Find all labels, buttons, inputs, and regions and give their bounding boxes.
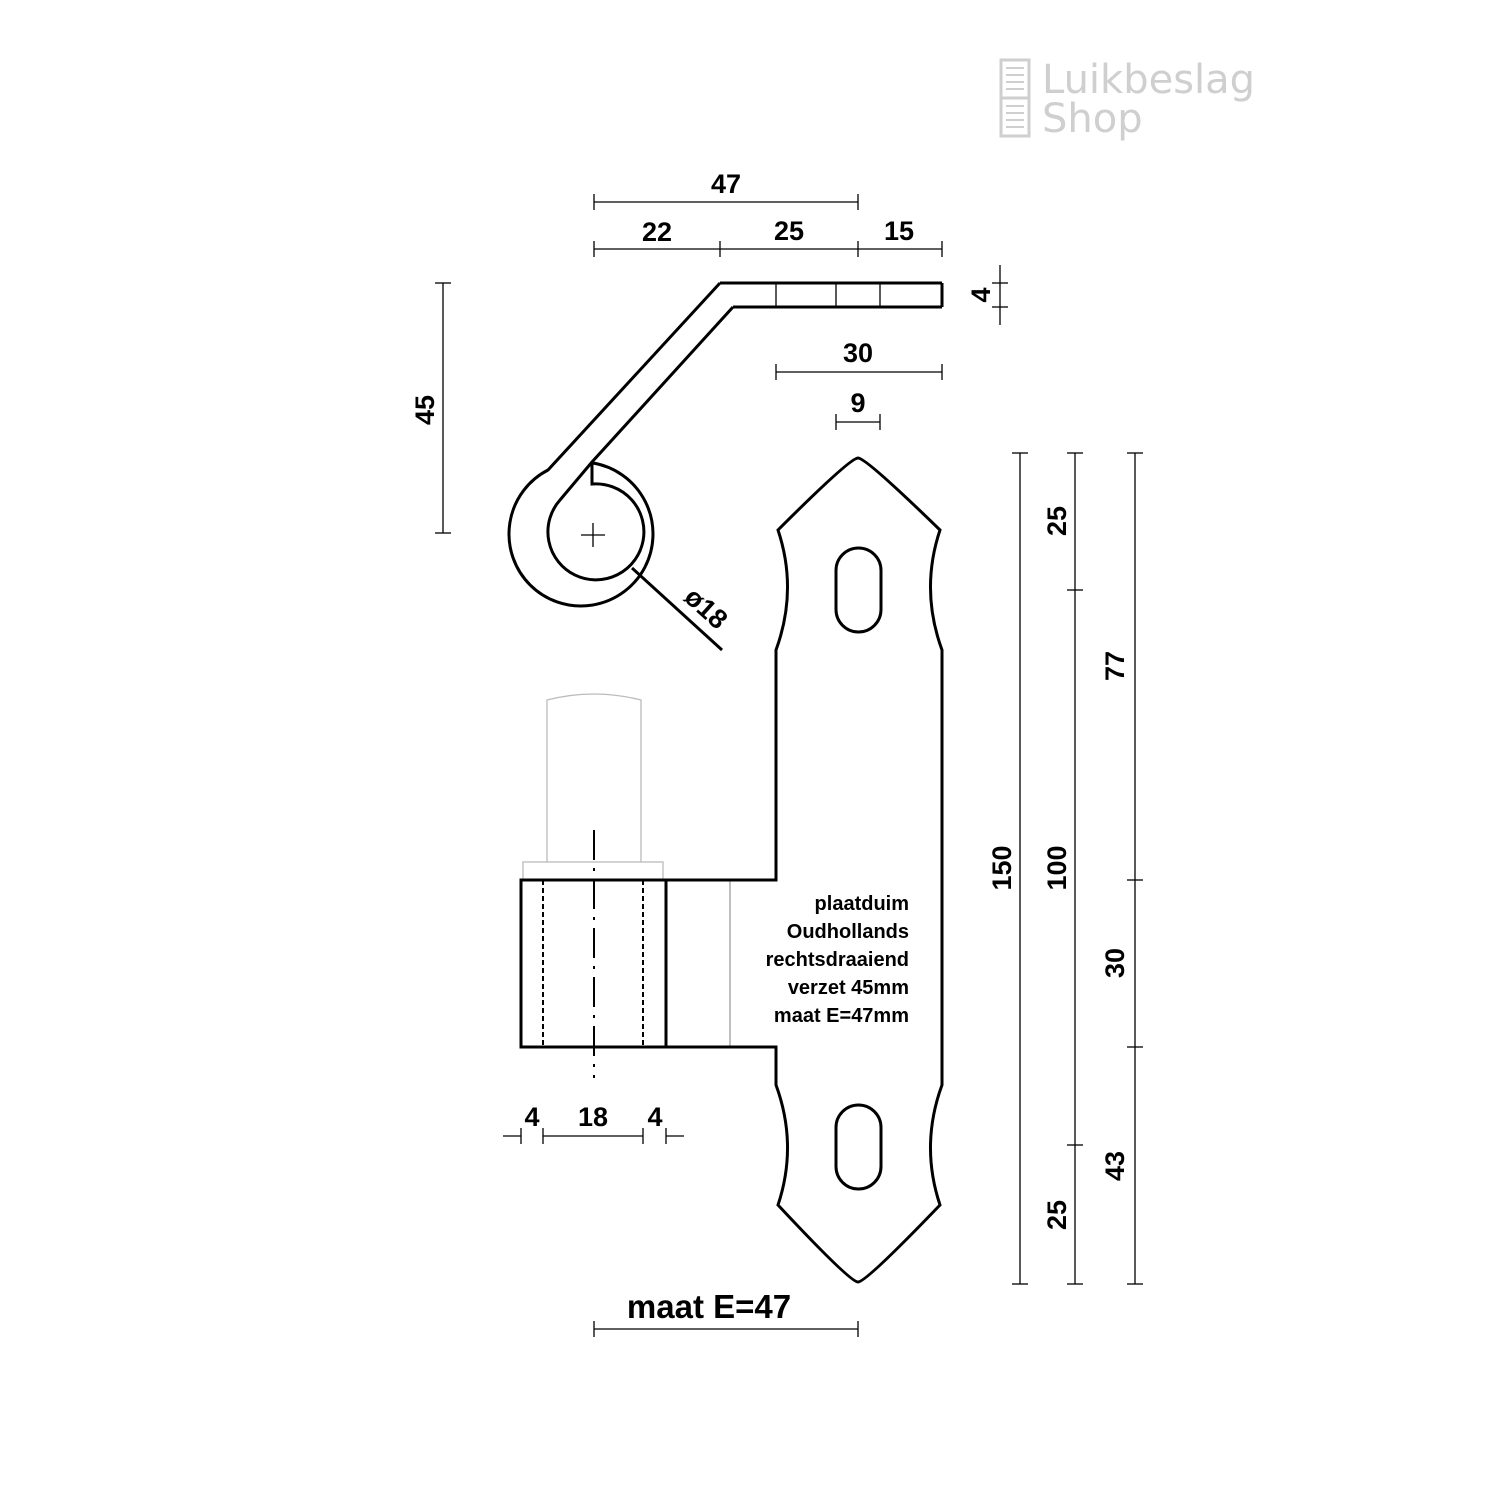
dim-bottom-end: 25	[1042, 1200, 1072, 1230]
top-view: ø18	[507, 281, 944, 652]
dim-height-holes: 100	[1042, 845, 1072, 890]
logo-line1: Luikbeslag	[1042, 57, 1255, 103]
svg-text:verzet 45mm: verzet 45mm	[788, 977, 909, 999]
dim-top-end: 25	[1042, 506, 1072, 536]
dim-offset-height: 45	[410, 395, 440, 425]
dim-top-b: 25	[774, 216, 804, 246]
slot-top	[834, 546, 883, 634]
dim-upper: 77	[1100, 651, 1130, 681]
maat-label: maat E=47	[627, 1288, 791, 1325]
dim-eye-diameter: ø18	[679, 582, 734, 635]
slot-bottom	[834, 1103, 883, 1191]
svg-text:maat E=47mm: maat E=47mm	[774, 1005, 909, 1027]
dim-thickness: 4	[966, 287, 996, 302]
svg-text:rechtsdraaiend: rechtsdraaiend	[766, 949, 909, 971]
dim-wall-left: 4	[524, 1102, 539, 1132]
dim-bore: 18	[578, 1102, 608, 1132]
dim-height-total: 150	[987, 845, 1017, 890]
dim-slot-width: 9	[850, 388, 865, 418]
shutter-icon	[999, 58, 1031, 138]
top-dimension-lines	[435, 194, 1008, 534]
dim-sleeve: 30	[1100, 948, 1130, 978]
logo: Luikbeslag Shop	[999, 57, 1255, 142]
dim-wall-right: 4	[647, 1102, 662, 1132]
logo-line2: Shop	[1042, 96, 1143, 142]
dim-plate-width: 30	[843, 338, 873, 368]
dim-top-a: 22	[642, 217, 672, 247]
dim-top-total: 47	[711, 169, 741, 199]
dim-lower: 43	[1100, 1151, 1130, 1181]
right-dimension-lines	[1012, 452, 1143, 1285]
svg-text:Oudhollands: Oudhollands	[787, 921, 909, 943]
front-view	[519, 456, 944, 1284]
dim-top-c: 15	[884, 216, 914, 246]
bottom-dimension-lines	[503, 1128, 859, 1337]
note: plaatduim Oudhollands rechtsdraaiend ver…	[766, 893, 909, 1027]
svg-text:plaatduim: plaatduim	[815, 893, 909, 915]
